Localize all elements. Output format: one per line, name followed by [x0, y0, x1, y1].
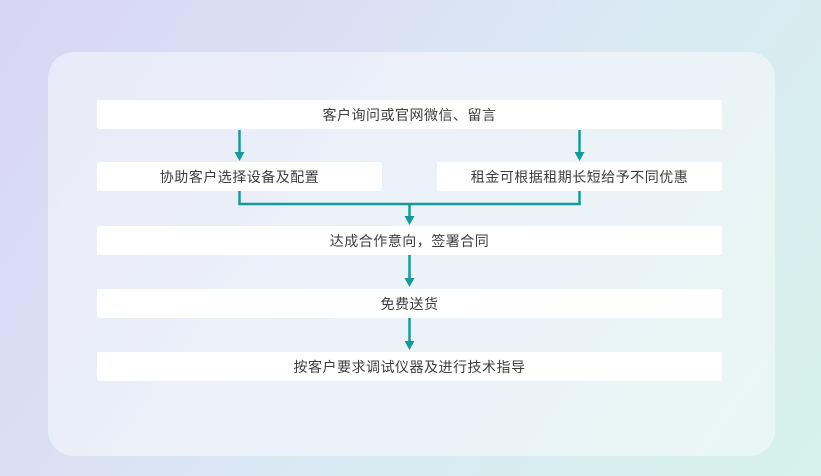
flow-step-sign-contract: 达成合作意向，签署合同: [97, 226, 722, 255]
flow-step-label: 按客户要求调试仪器及进行技术指导: [293, 358, 526, 375]
flow-step-label: 免费送货: [380, 295, 439, 312]
flowchart-card: 客户询问或官网微信、留言 协助客户选择设备及配置 租金可根据租期长短给予不同优惠…: [48, 52, 775, 456]
connector-step1-step2b: [574, 130, 585, 161]
flow-step-label: 达成合作意向，签署合同: [329, 232, 490, 249]
flow-step-label: 客户询问或官网微信、留言: [322, 106, 497, 123]
flow-step-equipment-selection: 协助客户选择设备及配置: [97, 162, 382, 191]
flow-step-free-delivery: 免费送货: [97, 289, 722, 318]
connector-step3-step4: [404, 255, 415, 287]
connector-merge-step3: [238, 191, 581, 225]
flow-step-customer-inquiry: 客户询问或官网微信、留言: [97, 100, 722, 129]
flow-step-label: 协助客户选择设备及配置: [159, 168, 320, 185]
flow-step-technical-guidance: 按客户要求调试仪器及进行技术指导: [97, 352, 722, 381]
connector-step1-step2a: [234, 130, 245, 161]
connector-step4-step5: [404, 318, 415, 350]
flow-step-rent-discount: 租金可根据租期长短给予不同优惠: [437, 162, 722, 191]
flow-step-label: 租金可根据租期长短给予不同优惠: [470, 168, 689, 185]
